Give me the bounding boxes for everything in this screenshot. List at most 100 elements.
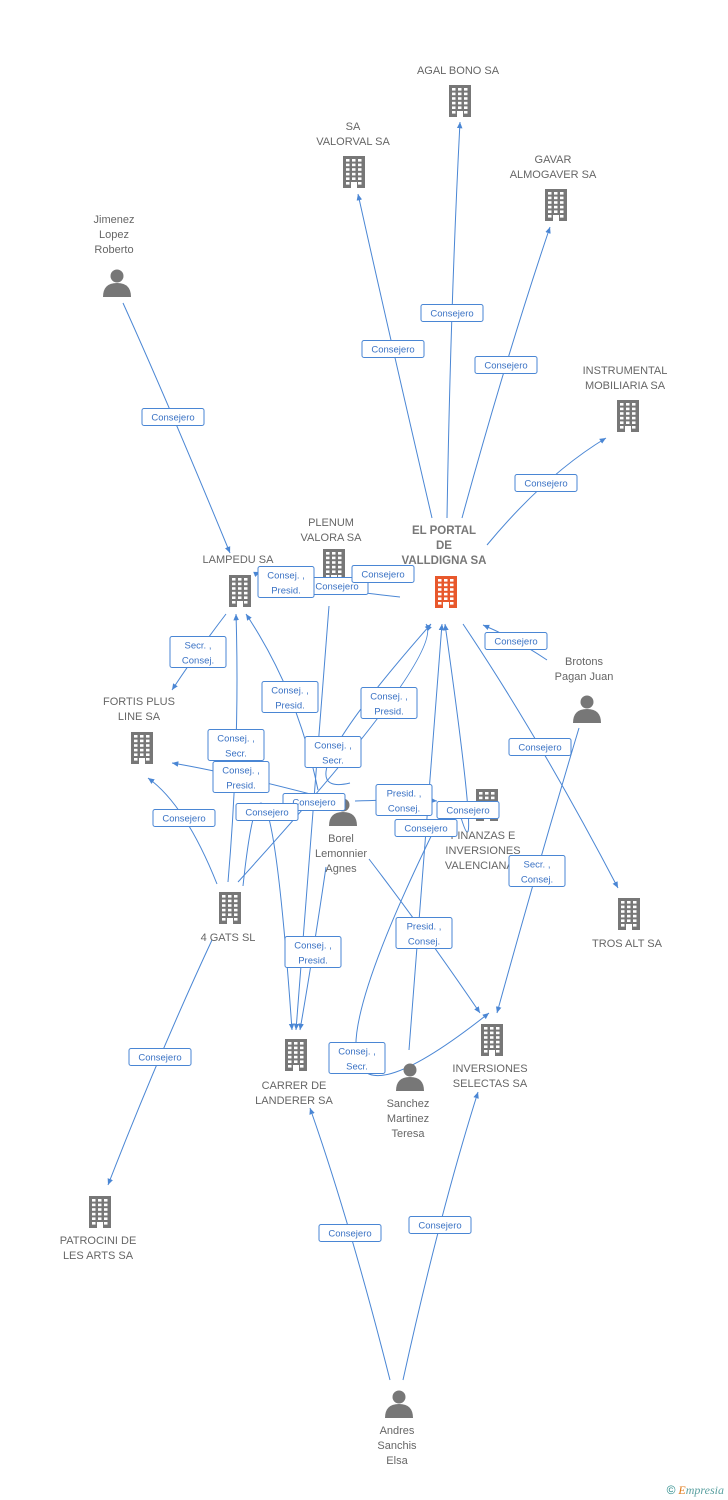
edge-label-andres-inversiones[interactable]: Consejero (408, 1216, 472, 1234)
building-window (92, 1217, 96, 1220)
edge-label-main-tros[interactable]: Consejero (508, 738, 572, 756)
building-window (300, 1065, 304, 1068)
node-label: CARRER DE (262, 1080, 327, 1092)
building-window (352, 168, 356, 171)
node-tros[interactable]: TROS ALT SA (592, 898, 663, 950)
node-label: 4 GATS SL (201, 932, 256, 944)
building-icon (617, 400, 639, 432)
building-window (300, 1051, 304, 1054)
building-window (626, 403, 630, 406)
edge-label-finanzas-main[interactable]: Consejero (436, 801, 500, 819)
edge-label-box (328, 1042, 386, 1074)
edge-label-text: Consejero (518, 743, 561, 754)
edge-label-box (508, 738, 572, 756)
edge-label-text: Presid. (275, 701, 305, 712)
edge-label-brotons-inversiones[interactable]: Secr. ,Consej. (508, 855, 566, 887)
building-window (104, 1208, 108, 1211)
edge-label-sanchez-carrer[interactable]: Consej. ,Secr. (328, 1042, 386, 1074)
edge-label-andres-carrer[interactable]: Consejero (318, 1224, 382, 1242)
person-body (573, 709, 601, 723)
building-window (352, 177, 356, 180)
building-window (633, 924, 637, 927)
building-window (134, 744, 138, 747)
building-window (346, 177, 350, 180)
building-window (338, 556, 342, 560)
edge-label-main-plenum[interactable]: Consejero (351, 565, 415, 583)
building-window (620, 412, 624, 415)
edge-label-borel-lampedu[interactable]: Consej. ,Presid. (261, 681, 319, 713)
building-window (346, 159, 350, 162)
node-gats[interactable]: 4 GATS SL (201, 892, 256, 944)
edge-label-text: Secr. (346, 1062, 368, 1073)
person-head (403, 1063, 417, 1077)
building-window (548, 201, 552, 204)
building-window (146, 739, 150, 743)
edge-label-borel-fortis[interactable]: Consej. ,Presid. (212, 761, 270, 793)
node-label: Lemonnier (315, 848, 367, 860)
edge-label-jimenez-lampedu[interactable]: Consejero (141, 408, 205, 426)
building-window (294, 1060, 298, 1063)
edge-andres-to-carrer (309, 1107, 391, 1381)
edge-label-borel-main[interactable]: Consej. ,Secr. (304, 736, 362, 768)
building-window (444, 592, 448, 596)
building-window (234, 908, 238, 912)
building-window (484, 1031, 488, 1035)
edge-label-lampedu-fortis[interactable]: Secr. ,Consej. (169, 636, 227, 668)
building-window (352, 163, 356, 167)
edge-label-main-agal[interactable]: Consejero (420, 304, 484, 322)
building-window (464, 88, 468, 91)
brand-logo[interactable]: Empresia (678, 1483, 724, 1497)
edge-label-text: Consej. (182, 656, 214, 667)
edge-label-sanchez-main[interactable]: Consejero (394, 819, 458, 837)
edge-label-main-valorval[interactable]: Consejero (361, 340, 425, 358)
building-window (244, 591, 248, 595)
edge-label-gats-fortis[interactable]: Consejero (152, 809, 216, 827)
building-window (452, 88, 456, 91)
building-window (222, 904, 226, 907)
edge-label-box (212, 761, 270, 793)
edge-label-gats-main[interactable]: Consej. ,Presid. (360, 687, 418, 719)
edge-label-borel-carrer[interactable]: Consej. ,Presid. (284, 936, 342, 968)
building-window (332, 565, 336, 569)
node-lampedu[interactable]: LAMPEDU SA (203, 554, 275, 607)
edge-label-text: Consej. (388, 804, 420, 815)
edge-label-borel-finanzas[interactable]: Presid. ,Consej. (375, 784, 433, 816)
building-window (232, 596, 236, 599)
edge-label-gats-carrer[interactable]: Consejero (235, 803, 299, 821)
building-window (450, 579, 454, 582)
edge-label-brotons-main[interactable]: Consejero (484, 632, 548, 650)
edge-label-borel-inversiones[interactable]: Presid. ,Consej. (395, 917, 453, 949)
building-window (232, 582, 236, 586)
building-window (444, 579, 448, 582)
edge-label-main-gavar[interactable]: Consejero (474, 356, 538, 374)
node-agal[interactable]: AGAL BONO SA (417, 65, 500, 117)
building-window (338, 575, 342, 578)
building-window (632, 421, 636, 424)
person-icon (385, 1390, 413, 1418)
edge-label-gats-patrocini[interactable]: Consejero (128, 1048, 192, 1066)
edge-label-main-lampedu[interactable]: Consej. ,Presid. (257, 566, 315, 598)
edge-label-text: Consejero (418, 1221, 461, 1232)
building-window (358, 172, 362, 176)
edge-label-text: Consejero (361, 570, 404, 581)
edge-label-gats-lampedu[interactable]: Consej. ,Secr. (207, 729, 265, 761)
edge-label-main-instrumental[interactable]: Consejero (514, 474, 578, 492)
building-window (632, 403, 636, 406)
edge-label-text: Consejero (151, 413, 194, 424)
building-window (458, 97, 462, 100)
building-window (92, 1199, 96, 1202)
